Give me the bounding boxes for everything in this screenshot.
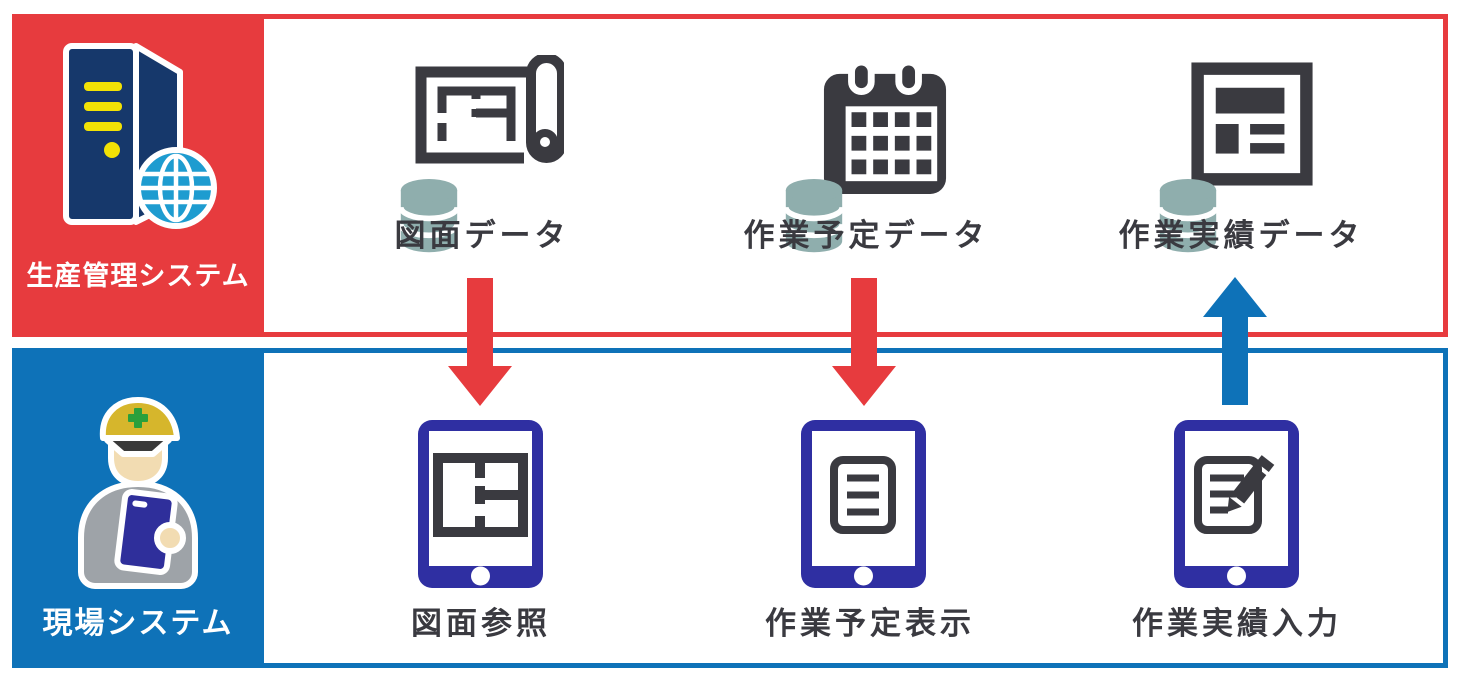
field-system-label: 現場システム bbox=[42, 607, 234, 640]
blueprint-icon bbox=[412, 53, 567, 174]
drawing-view-label: 図面参照 bbox=[411, 606, 551, 641]
tablet-floorplan-icon bbox=[418, 420, 543, 593]
arrow-down-schedule-icon bbox=[832, 278, 896, 411]
drawing-data-item bbox=[390, 53, 570, 253]
tablet-edit-icon bbox=[1174, 420, 1299, 593]
schedule-data-label: 作業予定データ bbox=[743, 218, 989, 253]
production-system-label: 生産管理システム bbox=[26, 261, 250, 291]
report-icon bbox=[1190, 61, 1314, 192]
arrow-down-drawing-icon bbox=[448, 278, 512, 411]
arrow-up-results-icon bbox=[1203, 277, 1267, 410]
database-icon bbox=[1157, 178, 1219, 262]
field-system-panel: 現場システム bbox=[12, 348, 264, 668]
field-worker-icon bbox=[73, 378, 203, 590]
tablet-document-icon bbox=[801, 420, 926, 593]
calendar-icon bbox=[821, 57, 949, 202]
results-data-item bbox=[1147, 55, 1327, 253]
database-icon bbox=[783, 178, 845, 262]
schedule-display-label: 作業予定表示 bbox=[765, 606, 975, 641]
results-data-label: 作業実績データ bbox=[1118, 218, 1364, 253]
schedule-data-item bbox=[774, 55, 954, 253]
database-icon bbox=[398, 178, 460, 262]
drawing-data-label: 図面データ bbox=[394, 218, 570, 253]
production-system-panel: 生産管理システム bbox=[12, 14, 264, 337]
results-input-label: 作業実績入力 bbox=[1132, 606, 1342, 641]
server-globe-icon bbox=[58, 40, 218, 232]
